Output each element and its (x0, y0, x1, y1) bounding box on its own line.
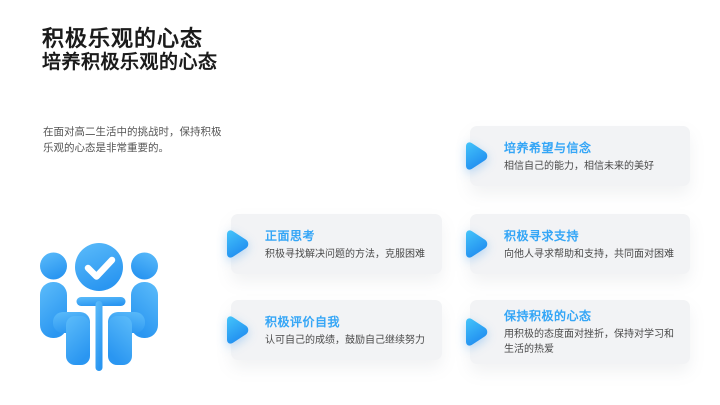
card-self-evaluation: 积极评价自我 认可自己的成绩，鼓励自己继续努力 (227, 300, 442, 360)
card-positive-thinking: 正面思考 积极寻找解决问题的方法，克服困难 (227, 214, 442, 274)
card-desc: 向他人寻求帮助和支持，共同面对困难 (504, 248, 674, 260)
card-hope-belief: 培养希望与信念 相信自己的能力，相信未来的美好 (466, 126, 690, 186)
intro-paragraph: 在面对高二生活中的挑战时，保持积极乐观的心态是非常重要的。 (43, 126, 222, 154)
card-desc: 积极寻找解决问题的方法，克服困难 (265, 248, 425, 260)
card-desc: 相信自己的能力，相信未来的美好 (504, 160, 654, 172)
page-title: 积极乐观的心态 (42, 26, 204, 51)
play-arrow-icon (222, 313, 250, 347)
play-arrow-icon (461, 227, 489, 261)
card-title: 正面思考 (265, 228, 316, 243)
card-seek-support: 积极寻求支持 向他人寻求帮助和支持，共同面对困难 (466, 214, 690, 274)
check-icon (84, 256, 116, 280)
play-arrow-icon (222, 227, 250, 261)
card-title: 积极评价自我 (265, 314, 341, 329)
page-subtitle: 培养积极乐观的心态 (42, 52, 218, 73)
card-title: 培养希望与信念 (504, 140, 592, 155)
card-desc: 认可自己的成绩，鼓励自己继续努力 (265, 334, 425, 346)
play-arrow-icon (461, 139, 489, 173)
people-meeting-check-icon (40, 241, 158, 372)
play-arrow-icon (461, 315, 489, 349)
card-title: 积极寻求支持 (504, 228, 580, 243)
card-keep-positive: 保持积极的心态 用积极的态度面对挫折，保持对学习和生活的热爱 (466, 300, 690, 364)
card-title: 保持积极的心态 (504, 309, 592, 323)
card-desc: 用积极的态度面对挫折，保持对学习和生活的热爱 (504, 329, 674, 355)
